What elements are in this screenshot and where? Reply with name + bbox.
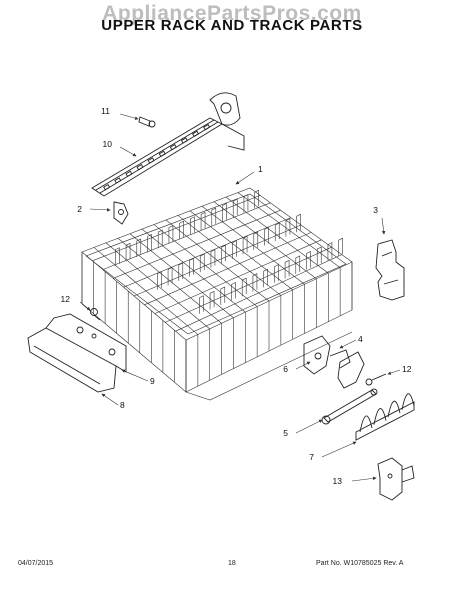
callout-label: 2 (77, 204, 82, 214)
tine-row-part-7 (355, 393, 415, 441)
callout-label: 7 (309, 452, 314, 462)
callout-10: 10 (103, 139, 137, 157)
footer-part-number: Part No. W10785025 Rev. A (316, 560, 404, 567)
clip-part-13 (377, 457, 415, 501)
callout-label: 8 (120, 400, 125, 410)
callout-12: 12 (61, 294, 91, 311)
callout-label: 13 (333, 476, 343, 486)
callout-2: 2 (77, 204, 111, 214)
callout-label: 10 (103, 139, 113, 149)
footer-date: 04/07/2015 (18, 560, 54, 567)
callout-label: 5 (283, 428, 288, 438)
page-title: UPPER RACK AND TRACK PARTS (101, 17, 363, 34)
callout-11: 11 (101, 106, 139, 120)
callout-label: 11 (101, 106, 110, 116)
callout-13: 13 (333, 476, 377, 486)
callout-1: 1 (235, 164, 263, 185)
callout-label: 4 (358, 334, 363, 344)
track-rail (91, 92, 245, 197)
upper-rack (81, 187, 353, 401)
callout-label: 1 (258, 164, 263, 174)
callout-label: 9 (150, 376, 155, 386)
bracket-part-3 (375, 239, 405, 301)
callout-label: 6 (283, 364, 288, 374)
rack-handle (27, 313, 127, 393)
callout-6: 6 (283, 361, 311, 374)
callout-label: 3 (373, 205, 378, 215)
screw-part-12-right (365, 373, 387, 386)
callout-9: 9 (121, 369, 155, 386)
screw-part-11 (138, 116, 156, 128)
adjuster-assembly (303, 335, 365, 389)
callout-label: 12 (61, 294, 71, 304)
footer-page-number: 18 (228, 560, 236, 567)
screw-part-12-left (90, 308, 101, 321)
watermark: AppliancePartsPros.com (102, 2, 362, 25)
callout-4: 4 (339, 334, 363, 349)
callout-5: 5 (283, 419, 323, 438)
callout-3: 3 (373, 205, 386, 235)
clip-part-2 (113, 201, 129, 225)
callout-8: 8 (101, 393, 125, 410)
callout-7: 7 (309, 441, 357, 462)
callout-label: 12 (402, 364, 412, 374)
callout-12: 12 (387, 364, 412, 375)
